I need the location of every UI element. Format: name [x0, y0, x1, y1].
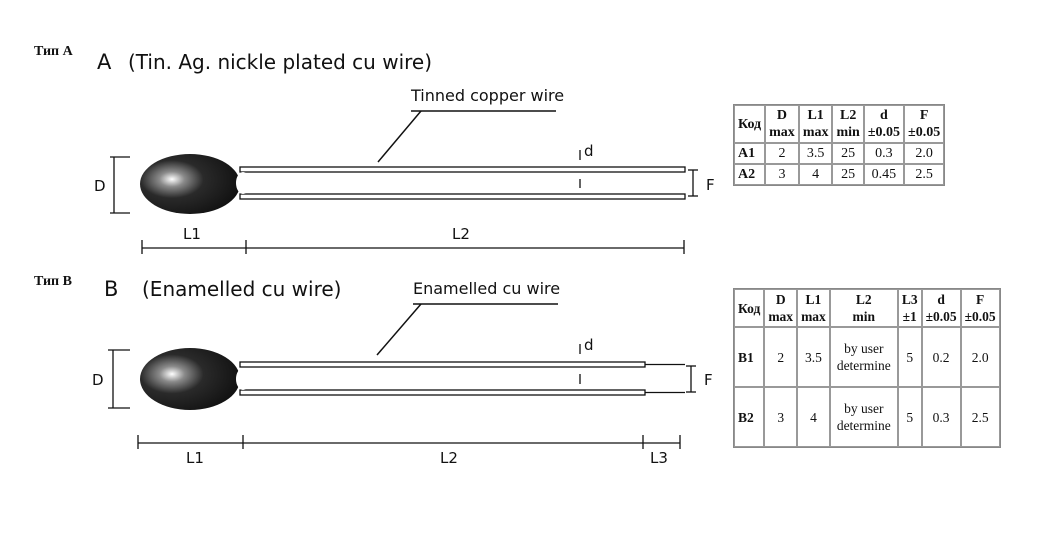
type-b-leader-line [376, 303, 422, 356]
table-cell: 2.5 [960, 387, 1000, 447]
table-row: A2 3 4 25 0.45 2.5 [734, 164, 945, 185]
type-a-dim-F: F [706, 176, 715, 194]
type-b-bead-notch [236, 368, 250, 390]
type-b-col-L3: L3±1 [897, 289, 922, 327]
table-cell: 4 [797, 387, 830, 447]
table-cell: B2 [734, 387, 765, 447]
type-b-lower-lead [239, 389, 646, 396]
type-b-dim-L2: L2 [440, 449, 458, 467]
type-a-dim-L2: L2 [452, 225, 470, 243]
table-cell: A2 [734, 164, 766, 185]
table-cell: 0.45 [863, 164, 905, 185]
table-cell: 0.2 [921, 327, 961, 387]
type-a-heading: (Tin. Ag. nickle plated cu wire) [128, 50, 432, 74]
table-cell: 0.3 [921, 387, 961, 447]
type-b-dim-L1: L1 [186, 449, 204, 467]
type-b-col-F: F±0.05 [960, 289, 1000, 327]
table-cell: 2.0 [960, 327, 1000, 387]
type-a-leader-line [377, 110, 422, 163]
table-cell: 3.5 [798, 143, 833, 164]
table-cell: 3 [764, 387, 798, 447]
type-a-col-d: d±0.05 [863, 105, 905, 143]
type-a-lower-lead [239, 193, 686, 200]
table-row: B1 2 3.5 by user determine 5 0.2 2.0 [734, 327, 1000, 387]
table-cell: 5 [897, 387, 922, 447]
table-cell: 3 [765, 164, 799, 185]
table-cell: 2 [764, 327, 798, 387]
type-a-upper-lead [239, 166, 686, 173]
type-a-heading-letter: A [97, 50, 112, 74]
type-a-col-code: Код [734, 105, 766, 143]
table-cell: 2.5 [904, 164, 945, 185]
table-cell: 3.5 [797, 327, 830, 387]
type-a-dim-d: d [584, 142, 594, 160]
table-cell: 2.0 [904, 143, 945, 164]
type-b-dim-F: F [704, 371, 713, 389]
type-a-dim-D: D [94, 177, 106, 195]
table-cell: A1 [734, 143, 766, 164]
type-b-dim-D: D [92, 371, 104, 389]
table-row: A1 2 3.5 25 0.3 2.0 [734, 143, 945, 164]
type-a-col-F: F±0.05 [904, 105, 945, 143]
table-cell: 5 [897, 327, 922, 387]
type-a-wire-label: Tinned copper wire [410, 86, 564, 105]
type-b-heading: (Enamelled cu wire) [142, 277, 341, 301]
type-a-bead-notch [236, 172, 250, 194]
type-b-heading-letter: B [104, 277, 118, 301]
table-cell: by user determine [829, 327, 898, 387]
table-cell: by user determine [829, 387, 898, 447]
table-cell: 25 [832, 164, 864, 185]
type-a-dim-L1: L1 [183, 225, 201, 243]
type-b-col-d: d±0.05 [921, 289, 961, 327]
type-b-col-code: Код [734, 289, 765, 327]
type-b-upper-lead [239, 361, 646, 368]
type-b-wire-label: Enamelled cu wire [413, 279, 560, 298]
type-a-drawing: A (Tin. Ag. nickle plated cu wire) Tinne… [94, 50, 715, 254]
type-b-dim-L3: L3 [650, 449, 668, 467]
table-cell: B1 [734, 327, 765, 387]
type-b-drawing: B (Enamelled cu wire) Enamelled cu wire … [92, 277, 713, 467]
type-b-dim-d: d [584, 336, 594, 354]
table-cell: 4 [798, 164, 833, 185]
type-a-bead [140, 154, 240, 214]
table-row: B2 3 4 by user determine 5 0.3 2.5 [734, 387, 1000, 447]
table-cell: 2 [765, 143, 799, 164]
type-b-label: Тип В [34, 274, 72, 289]
table-cell: 0.3 [863, 143, 905, 164]
type-b-bead [140, 348, 240, 410]
type-a-label: Тип А [34, 44, 73, 59]
table-cell: 25 [832, 143, 864, 164]
